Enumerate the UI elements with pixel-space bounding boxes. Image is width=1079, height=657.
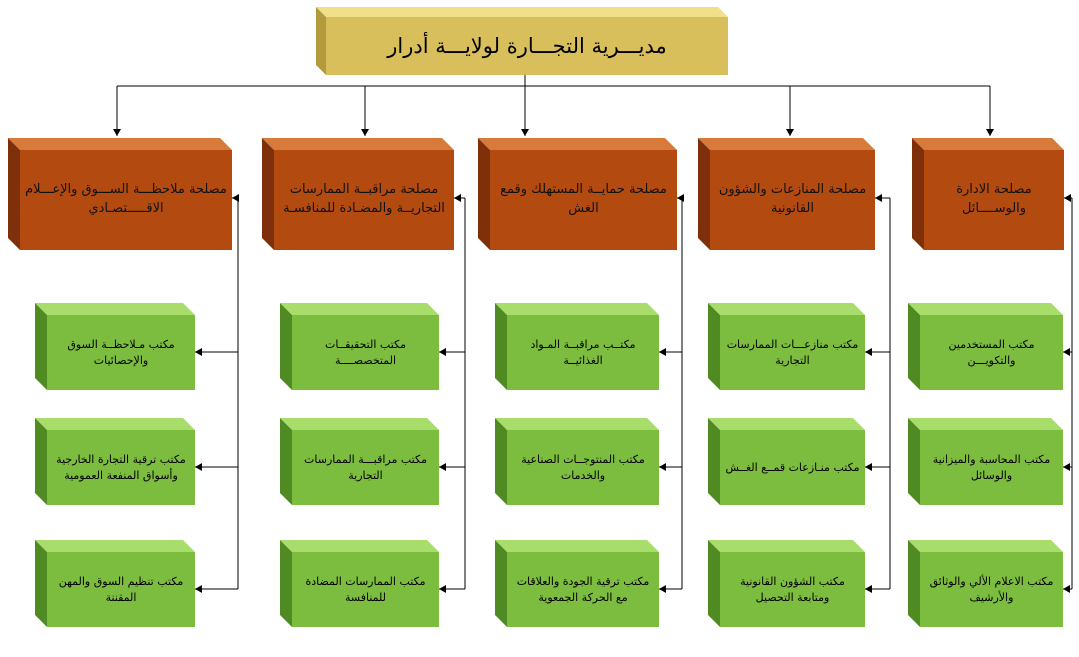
office-box: مكتب مـلاحظــة السوق والإحصائيات <box>35 303 195 390</box>
directorate-title-box: مديـــرية التجـــارة لولايـــة أدرار <box>316 7 728 75</box>
office-box-shape <box>35 418 195 505</box>
department-label: مصلحة حمايــة المستهلك وقمع الغش <box>500 182 667 216</box>
office-box: مكتب التحقيقــات المتخصصــــة <box>280 303 439 390</box>
department-consumer-protection: مصلحة حمايــة المستهلك وقمع الغش <box>478 138 677 250</box>
department-market-observation: مصلحة ملاحظـــة الســـوق والإعـــلام الا… <box>8 138 232 250</box>
department-commercial-practices: مصلحة مراقبــة الممارسات التجاريــة والم… <box>262 138 454 250</box>
department-disputes-legal: مصلحة المنازعات والشؤون القانونية <box>698 138 875 250</box>
department-box-shape <box>478 138 677 250</box>
office-box-shape <box>495 303 659 390</box>
office-box: مكتب مراقبـــة الممارسات التجارية <box>280 418 439 505</box>
office-box-shape <box>908 303 1063 390</box>
office-label: مكتب المحاسبة والميزانية والوسائل <box>932 452 1051 482</box>
office-label: مكتب تنظيم السوق والمهن المقننة <box>58 574 184 604</box>
office-box: مكتب المحاسبة والميزانية والوسائل <box>908 418 1063 505</box>
office-box-shape <box>708 418 865 505</box>
office-label: مكتب مراقبـــة الممارسات التجارية <box>304 452 427 482</box>
office-box-shape <box>280 418 439 505</box>
office-box: مكتب الاعلام الألي والوثائق والأرشيف <box>908 540 1063 627</box>
department-label: مصلحة الادارة والوســــائل <box>956 182 1032 216</box>
department-box-shape <box>912 138 1064 250</box>
department-label: مصلحة مراقبــة الممارسات التجاريــة والم… <box>283 182 445 216</box>
office-box-shape <box>495 540 659 627</box>
office-box-shape <box>280 303 439 390</box>
department-label: مصلحة المنازعات والشؤون القانونية <box>718 182 867 216</box>
office-box: مكتب الشؤون القانونية ومتابعة التحصيل <box>708 540 865 627</box>
office-box: مكتب المنتوجــات الصناعية والخدمات <box>495 418 659 505</box>
office-label: مكتب الممارسات المضادة للمنافسة <box>305 574 426 604</box>
office-box: مكتــب مراقبــة المـواد الغذائيــة <box>495 303 659 390</box>
office-label: مكتــب مراقبــة المـواد الغذائيــة <box>530 337 636 367</box>
department-label: مصلحة ملاحظـــة الســـوق والإعـــلام الا… <box>25 182 227 216</box>
office-box: مكتب منـازعات قمــع الغــش <box>708 418 865 505</box>
office-box-shape <box>495 418 659 505</box>
office-box-shape <box>708 540 865 627</box>
office-box: مكتب المستخدمين والتكويـــن <box>908 303 1063 390</box>
office-box: مكتب تنظيم السوق والمهن المقننة <box>35 540 195 627</box>
department-box-shape <box>262 138 454 250</box>
office-box: مكتب ترقية التجارة الخارجية وأسواق المنف… <box>35 418 195 505</box>
office-label: مكتب الشؤون القانونية ومتابعة التحصيل <box>740 574 845 604</box>
directorate-title: مديـــرية التجـــارة لولايـــة أدرار <box>387 34 667 58</box>
office-box-shape <box>908 540 1063 627</box>
directorate-box-shape <box>316 7 728 75</box>
office-box-shape <box>708 303 865 390</box>
office-box: مكتب منازعـــات الممارسات التجارية <box>708 303 865 390</box>
office-label: مكتب ترقية التجارة الخارجية وأسواق المنف… <box>56 452 186 482</box>
office-label: مكتب ترقية الجودة والعلاقات مع الحركة ال… <box>516 574 650 604</box>
department-box-shape <box>8 138 232 250</box>
office-label: مكتب التحقيقــات المتخصصــــة <box>324 337 406 367</box>
office-label: مكتب الاعلام الألي والوثائق والأرشيف <box>929 574 1054 604</box>
office-label: مكتب المنتوجــات الصناعية والخدمات <box>521 452 645 482</box>
office-box: مكتب ترقية الجودة والعلاقات مع الحركة ال… <box>495 540 659 627</box>
department-administration: مصلحة الادارة والوســــائل <box>912 138 1064 250</box>
office-label: مكتب المستخدمين والتكويـــن <box>948 337 1035 367</box>
office-label: مكتب منـازعات قمــع الغــش <box>725 460 860 474</box>
office-box-shape <box>35 303 195 390</box>
office-box-shape <box>280 540 439 627</box>
office-box: مكتب الممارسات المضادة للمنافسة <box>280 540 439 627</box>
office-box-shape <box>908 418 1063 505</box>
office-label: مكتب مـلاحظــة السوق والإحصائيات <box>67 337 175 367</box>
office-label: مكتب منازعـــات الممارسات التجارية <box>726 337 859 367</box>
department-box-shape <box>698 138 875 250</box>
office-box-shape <box>35 540 195 627</box>
